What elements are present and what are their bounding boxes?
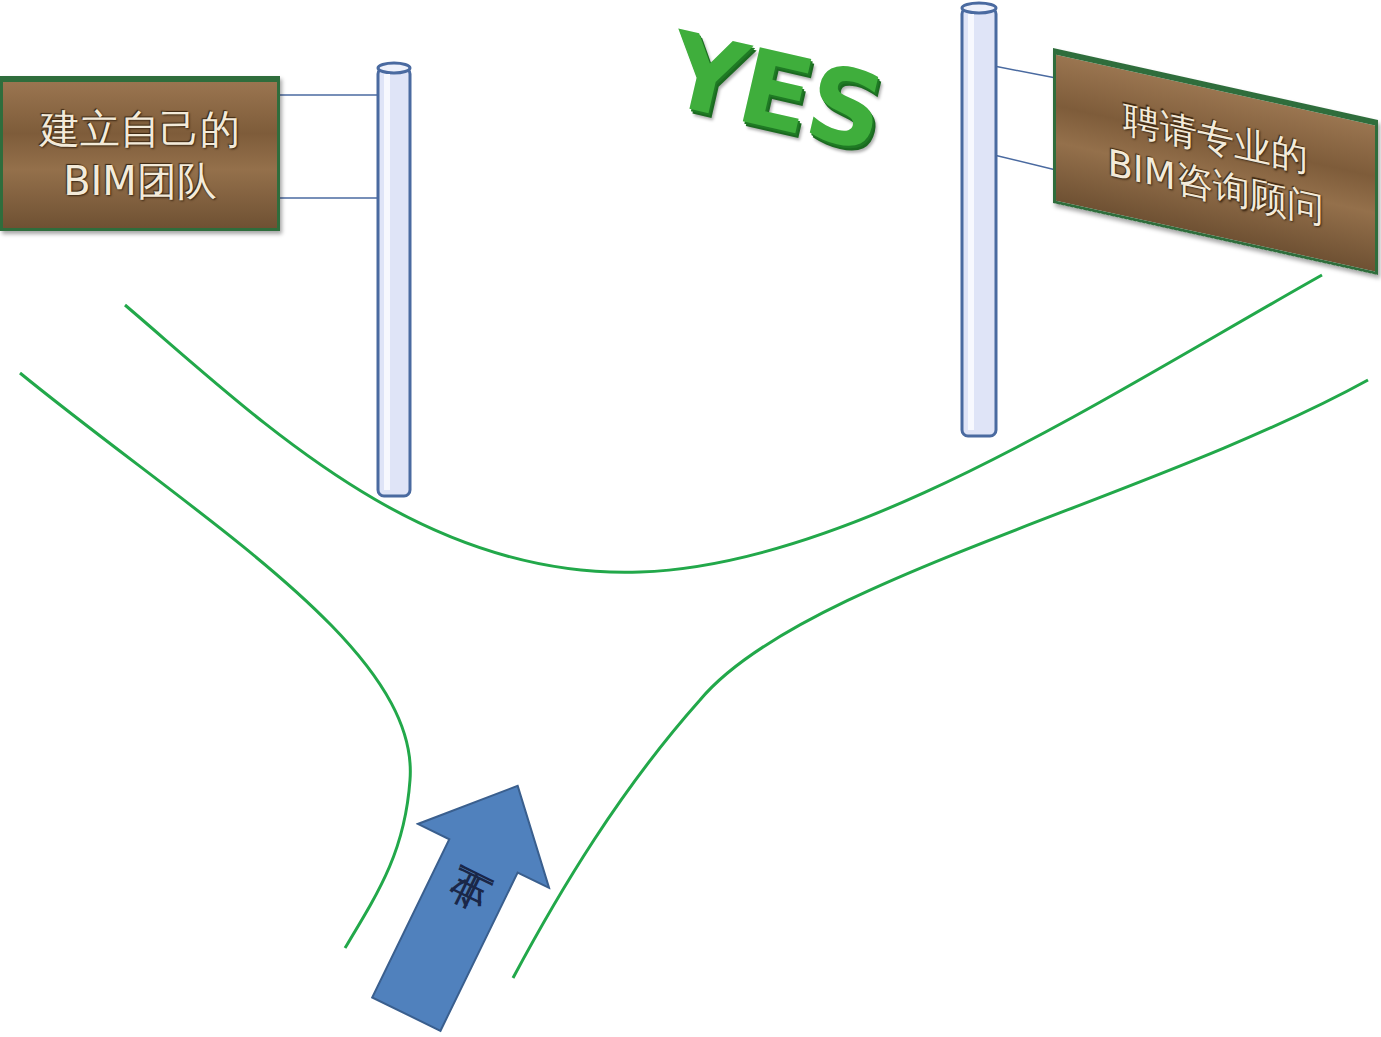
yes-label: YES — [657, 8, 894, 175]
sign-wire — [278, 197, 380, 199]
road-edge — [125, 275, 1322, 572]
node-text: 建立自己的 BIM团队 — [25, 103, 255, 207]
wooden-sign: 建立自己的 BIM团队 — [0, 76, 280, 231]
road-edge — [513, 380, 1368, 978]
sign-wire — [994, 155, 1056, 170]
sign-pole — [962, 3, 996, 436]
sign-wire — [278, 94, 380, 96]
road-edge — [20, 373, 410, 948]
node-text: 聘请专业的 BIM咨询顾问 — [1085, 86, 1347, 240]
sign-wire — [994, 66, 1056, 78]
sign-pole — [378, 63, 410, 496]
wooden-sign: 聘请专业的 BIM咨询顾问 — [1053, 48, 1378, 275]
